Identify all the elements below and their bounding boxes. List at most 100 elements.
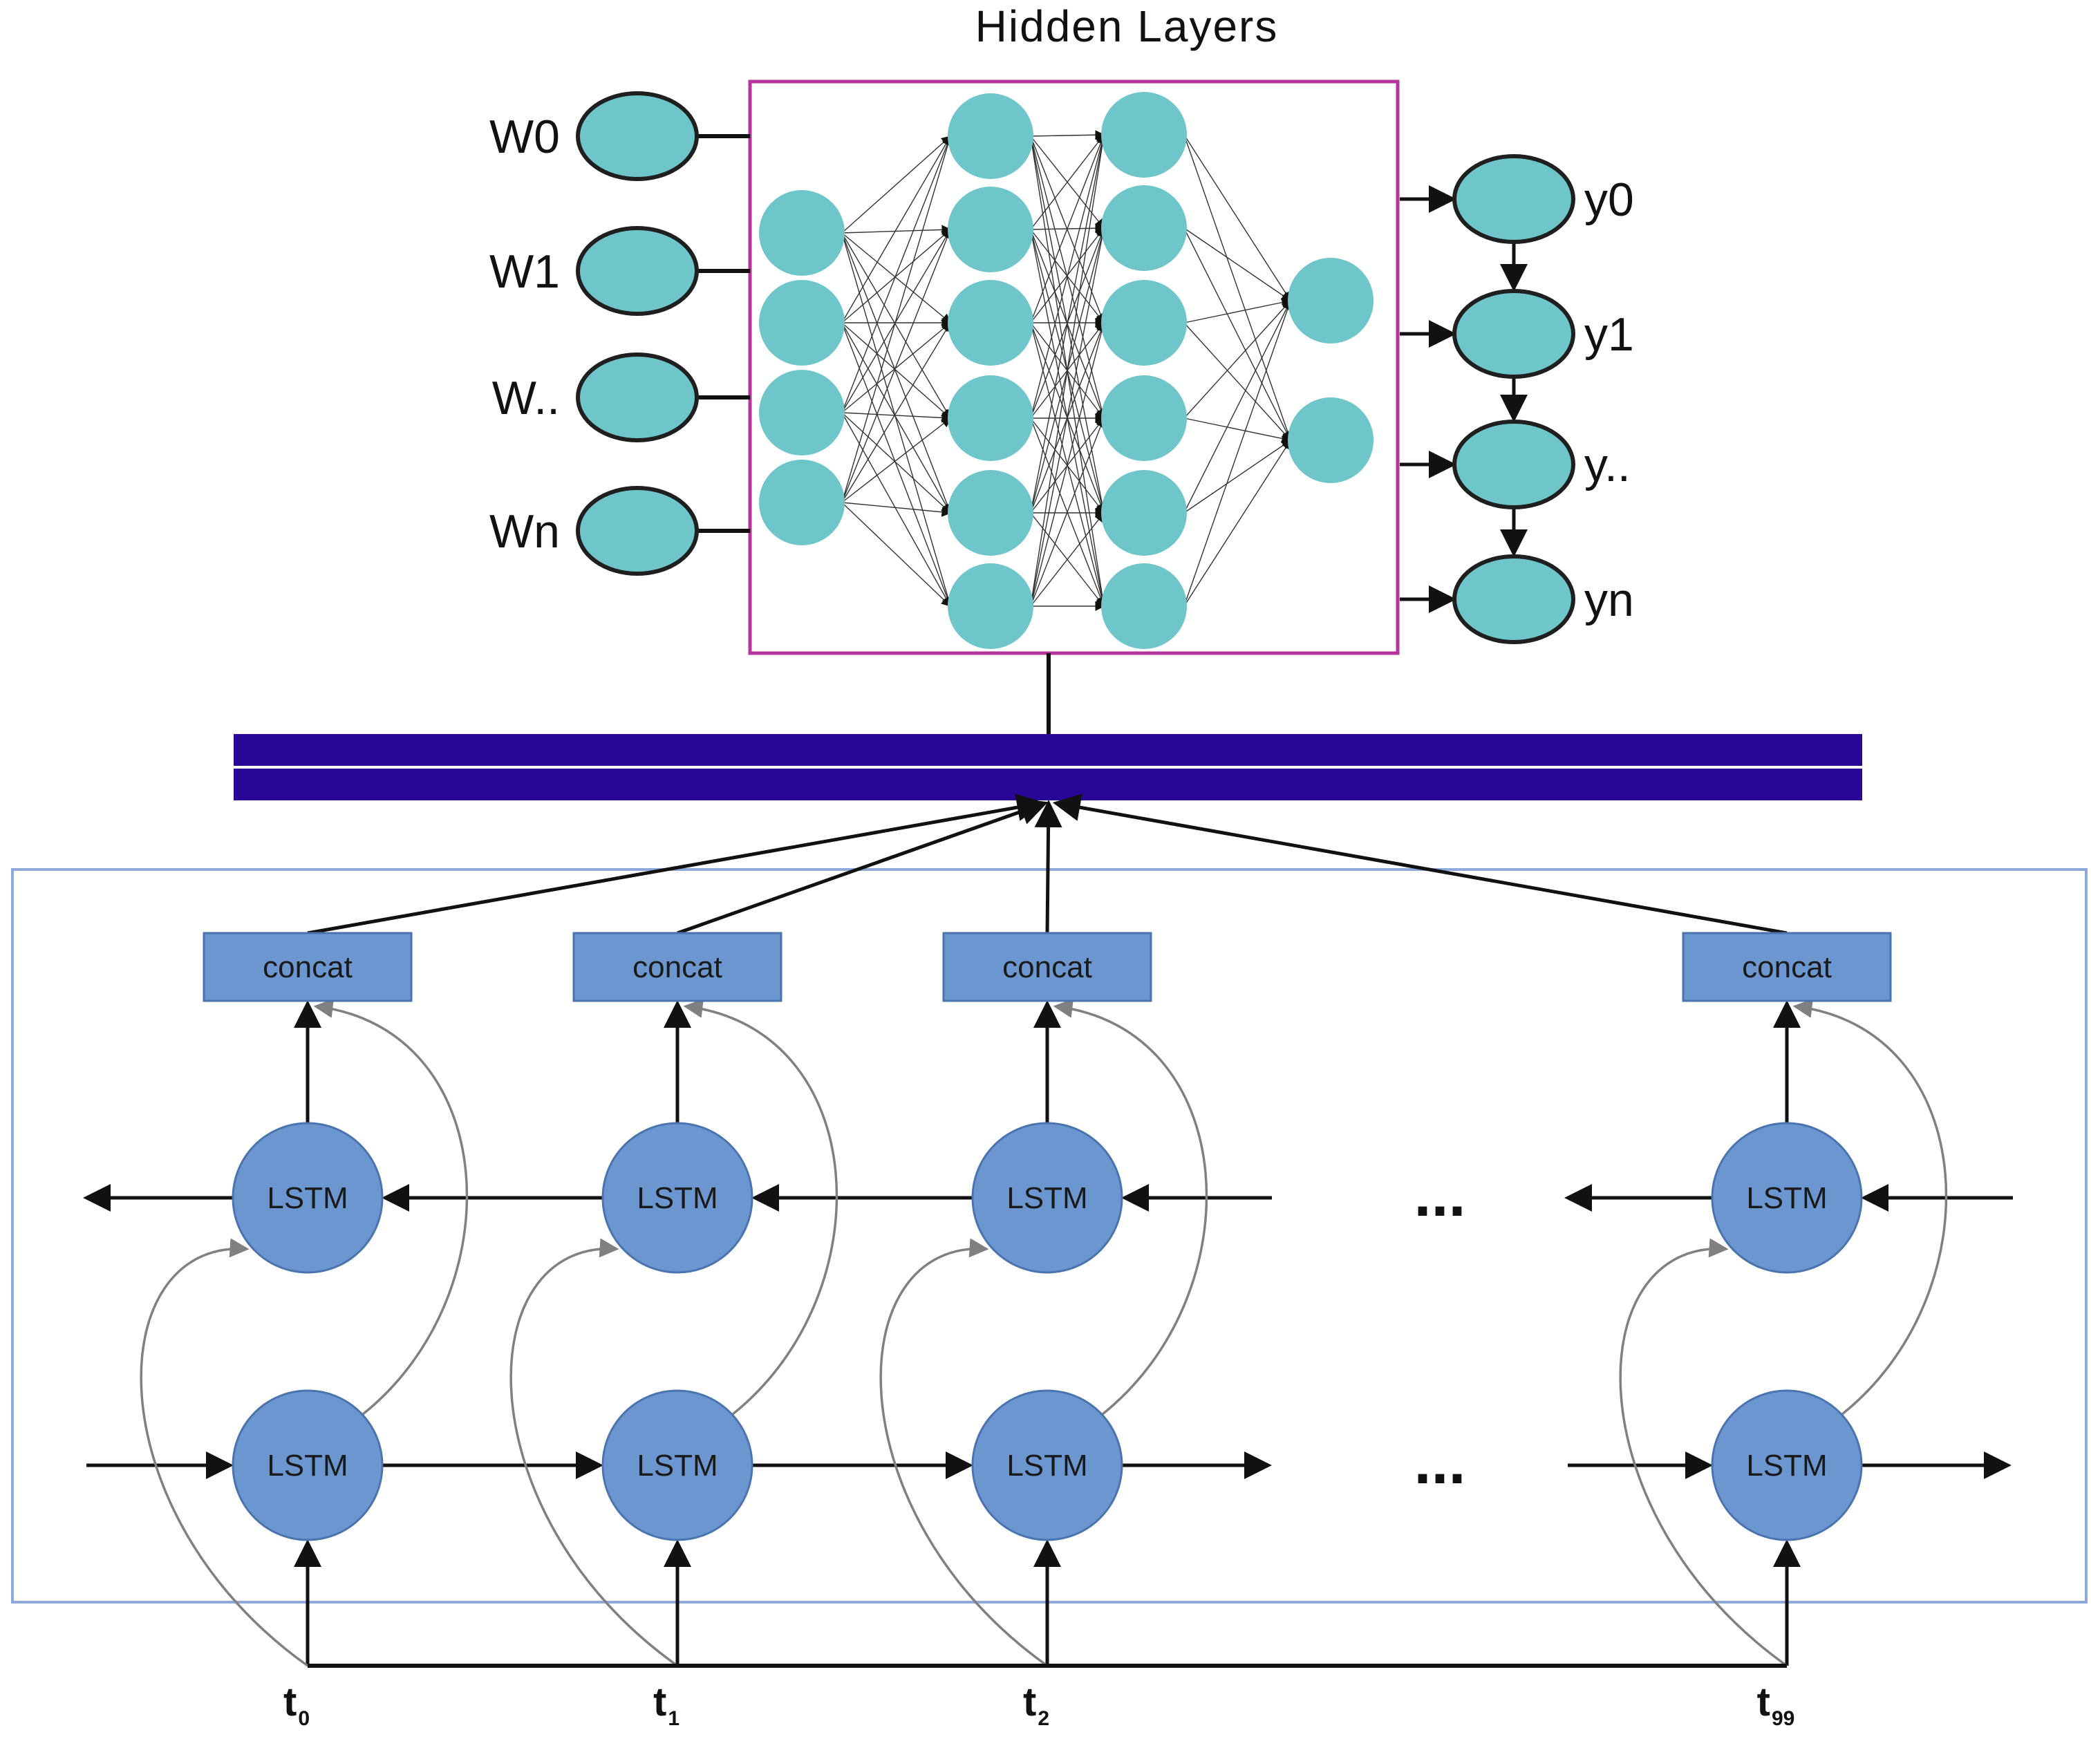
input-node	[576, 226, 699, 316]
lstm-label: LSTM	[267, 1181, 348, 1215]
hidden-neuron	[1288, 258, 1374, 344]
hidden-edge	[841, 322, 951, 514]
input-label: W0	[489, 111, 560, 163]
hidden-edge	[1030, 227, 1107, 607]
hidden-neuron	[1101, 185, 1187, 271]
hidden-neuron	[1101, 563, 1187, 649]
input-label: Wn	[489, 505, 560, 558]
hidden-edge	[841, 135, 952, 234]
merge-bar-top	[234, 734, 1862, 766]
lstm-label: LSTM	[267, 1449, 348, 1483]
hidden-network-nodes	[759, 92, 1374, 649]
lstm-cell	[232, 1389, 384, 1541]
concat-label: concat	[632, 950, 722, 984]
hidden-edge	[1183, 299, 1293, 607]
hidden-edge	[841, 321, 951, 503]
concat-label: concat	[263, 950, 353, 984]
hidden-edge	[841, 322, 952, 419]
hidden-neuron	[1101, 375, 1187, 461]
hidden-edge	[841, 228, 951, 413]
timestep-label: t99	[1757, 1680, 1795, 1730]
output-label: y..	[1584, 439, 1631, 491]
input-node	[576, 91, 699, 181]
forward-to-concat-curve	[1792, 999, 1948, 1416]
merge-bar-bottom	[234, 769, 1862, 800]
hidden-network-edges	[841, 130, 1293, 611]
input-label: W1	[489, 245, 560, 298]
hidden-edge	[1183, 299, 1291, 419]
hidden-edge	[841, 232, 953, 608]
concat-to-merge-arrow	[677, 798, 1049, 935]
input-to-backward-curve	[879, 1238, 1049, 1667]
lstm-label: LSTM	[1746, 1449, 1827, 1483]
lstm-cell	[1711, 1389, 1863, 1541]
hidden-edge	[1030, 511, 1105, 607]
hidden-edge	[841, 412, 951, 608]
output-layer: y0 y1 y.. yn	[1400, 154, 1634, 644]
bilstm-connections	[83, 793, 2013, 1667]
hidden-edge	[841, 135, 952, 413]
hidden-layers-title: Hidden Layers	[975, 1, 1279, 51]
hidden-edge	[1183, 297, 1292, 323]
hidden-neuron	[948, 280, 1033, 366]
hidden-neuron	[948, 187, 1033, 272]
hidden-edge	[1030, 133, 1107, 419]
hidden-neuron	[948, 563, 1033, 649]
lstm-cell	[971, 1122, 1123, 1274]
hidden-neuron	[759, 280, 845, 366]
concat-box	[942, 932, 1152, 1002]
hidden-edge	[1030, 417, 1105, 607]
hidden-edge	[1183, 134, 1291, 302]
lstm-label: LSTM	[1006, 1181, 1087, 1215]
hidden-neuron	[759, 460, 845, 545]
hidden-edge	[841, 322, 953, 608]
lstm-label: LSTM	[1006, 1449, 1087, 1483]
forward-to-concat-curve	[313, 999, 469, 1416]
hidden-neuron	[759, 190, 845, 276]
input-node	[576, 486, 699, 576]
hidden-edge	[841, 135, 953, 503]
hidden-edge	[1183, 440, 1292, 514]
concat-label: concat	[1742, 950, 1832, 984]
hidden-edge	[1183, 322, 1291, 442]
hidden-edge	[1183, 417, 1292, 444]
hidden-edge	[1183, 299, 1291, 514]
timestep-label: t2	[1023, 1680, 1049, 1730]
output-node	[1452, 289, 1575, 379]
concat-to-merge-arrow	[1052, 793, 1788, 935]
lstm-cell	[601, 1389, 753, 1541]
hidden-edge	[1183, 227, 1292, 301]
lstm-cell	[971, 1389, 1123, 1541]
concat-to-merge-arrow	[1034, 800, 1062, 934]
hidden-edge	[841, 229, 952, 323]
hidden-neuron	[759, 370, 845, 455]
hidden-edge	[841, 322, 952, 413]
output-label: y1	[1584, 308, 1634, 361]
lstm-label: LSTM	[637, 1449, 718, 1483]
hidden-edge	[1030, 133, 1105, 323]
input-to-backward-curve	[1619, 1238, 1788, 1667]
hidden-neuron	[948, 375, 1033, 461]
hidden-edge	[841, 412, 952, 514]
lstm-label: LSTM	[1746, 1181, 1827, 1215]
hidden-edge	[841, 232, 952, 323]
hidden-edge	[1030, 133, 1107, 514]
hidden-neuron	[1288, 397, 1374, 483]
output-label: yn	[1584, 574, 1634, 626]
hidden-edge	[841, 412, 952, 423]
output-node	[1452, 554, 1575, 644]
hidden-edge	[841, 502, 952, 607]
lstm-cell	[1711, 1122, 1863, 1274]
lstm-label: LSTM	[637, 1181, 718, 1215]
output-label: y0	[1584, 173, 1634, 226]
hidden-edge	[841, 232, 952, 514]
lstm-cell	[232, 1122, 384, 1274]
hidden-edge	[841, 135, 951, 323]
input-to-backward-curve	[140, 1238, 309, 1667]
concat-label: concat	[1002, 950, 1092, 984]
timestep-label: t0	[283, 1680, 310, 1730]
